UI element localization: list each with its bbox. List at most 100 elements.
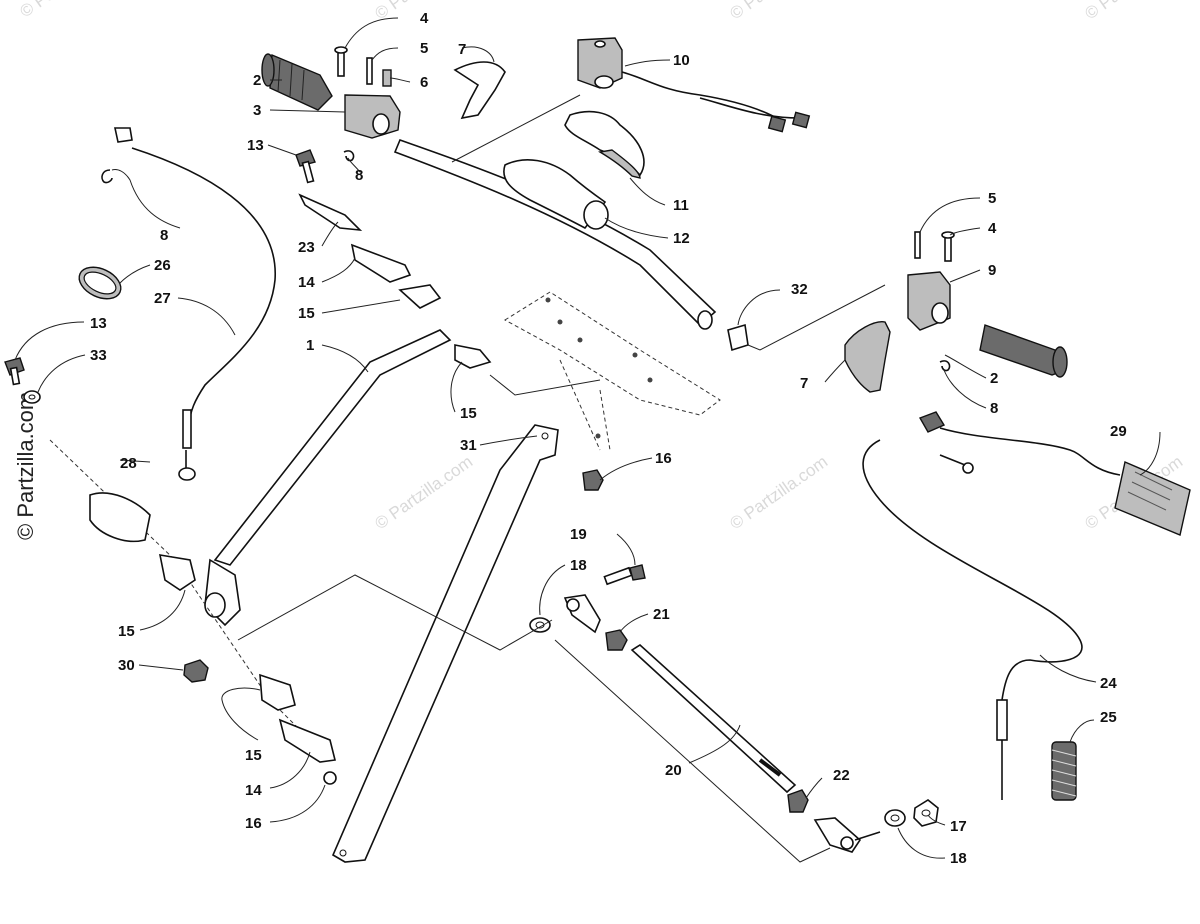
leader-lines [14,17,1161,863]
watermark-3: © Partzilla.com [726,0,831,23]
watermark-5: © Partzilla.com [371,452,476,533]
nut-21 [605,629,628,651]
callout-7: 7 [458,41,466,58]
rod-end-upper [563,594,601,634]
callout-4: 4 [420,10,429,27]
right-housing [907,271,951,331]
bracket-23 [298,193,363,232]
callout-5: 5 [420,40,428,57]
link-rod-20 [630,644,797,794]
callout-8: 8 [160,227,168,244]
callout-labels: 4 5 6 7 2 3 10 13 8 8 11 12 23 26 14 27 … [90,10,1127,867]
callout-21: 21 [653,606,670,623]
left-housing [344,94,401,139]
callout-16: 16 [245,815,262,832]
callout-8: 8 [990,400,998,417]
callout-19: 19 [570,526,587,543]
callout-17: 17 [950,818,967,835]
callout-27: 27 [154,290,171,307]
pin-5-left [366,57,373,85]
callout-28: 28 [120,455,137,472]
callout-9: 9 [988,262,996,279]
callout-31: 31 [460,437,477,454]
steering-post [204,329,452,627]
switch-harness [621,71,811,133]
callout-6: 6 [420,74,428,91]
screw-4-left [334,46,348,77]
callout-15: 15 [298,305,315,322]
brake-cable [114,127,276,481]
callout-12: 12 [673,230,690,247]
callout-23: 23 [298,239,315,256]
rod-end-lower [813,817,881,853]
washer-33 [23,390,41,404]
callout-15: 15 [118,623,135,640]
watermark-1: © Partzilla.com [16,0,121,21]
callout-15: 15 [460,405,477,422]
clip-8-cable [101,169,113,184]
callout-30: 30 [118,657,135,674]
tie-rod [331,424,559,863]
handlebar-cover [503,159,609,230]
nut-16-mid [582,469,604,491]
watermark-4: © Partzilla.com [1081,0,1186,23]
callout-11: 11 [673,197,689,214]
bushing-32 [727,323,749,352]
handlebar [393,138,717,330]
callout-10: 10 [673,52,690,69]
switch-housing [577,37,623,89]
callout-14: 14 [298,274,315,291]
pin-5-right [914,231,921,259]
frame-outline [504,291,721,451]
callout-14: 14 [245,782,262,799]
heater-element [1114,461,1191,536]
spring-6 [382,69,392,87]
clip-8-left [343,150,355,162]
watermark-6: © Partzilla.com [726,452,831,533]
callout-2: 2 [990,370,998,387]
callout-7: 7 [800,375,808,392]
throttle-lever-top [453,61,506,120]
washer-18-lower [884,809,906,827]
screw-4-right [941,231,955,262]
throttle-cable [862,411,1121,800]
callout-32: 32 [791,281,808,298]
callout-15: 15 [245,747,262,764]
callout-29: 29 [1110,423,1127,440]
callout-20: 20 [665,762,682,779]
screw-13-upper [295,149,316,184]
callout-26: 26 [154,257,171,274]
callout-4: 4 [988,220,997,237]
callout-33: 33 [90,347,107,364]
callout-3: 3 [253,102,261,119]
clamp-26 [78,266,122,300]
lower-bracket-assembly [49,439,337,785]
callout-13: 13 [90,315,107,332]
spring-25 [1051,741,1077,801]
handlebar-pad [564,110,645,179]
callout-18: 18 [950,850,967,867]
bracket-15-upper [398,284,442,309]
nut-17 [913,799,939,827]
clip-8-right [939,360,951,372]
callout-25: 25 [1100,709,1117,726]
nut-30 [183,659,209,683]
watermark-side: © Partzilla.com [13,392,38,540]
throttle-lever-right [844,321,891,393]
callout-22: 22 [833,767,850,784]
callout-13: 13 [247,137,264,154]
bolt-19 [603,564,646,586]
washer-18-upper [529,617,551,633]
screw-13-left [4,357,25,386]
callout-18: 18 [570,557,587,574]
callout-24: 24 [1100,675,1117,692]
callout-5: 5 [988,190,996,207]
right-grip [979,324,1068,378]
left-grip [261,53,333,111]
plate-14-upper [350,243,412,283]
nut-22 [787,789,809,813]
bracket-15-mid [454,344,492,369]
callout-16: 16 [655,450,672,467]
callout-2: 2 [253,72,261,89]
